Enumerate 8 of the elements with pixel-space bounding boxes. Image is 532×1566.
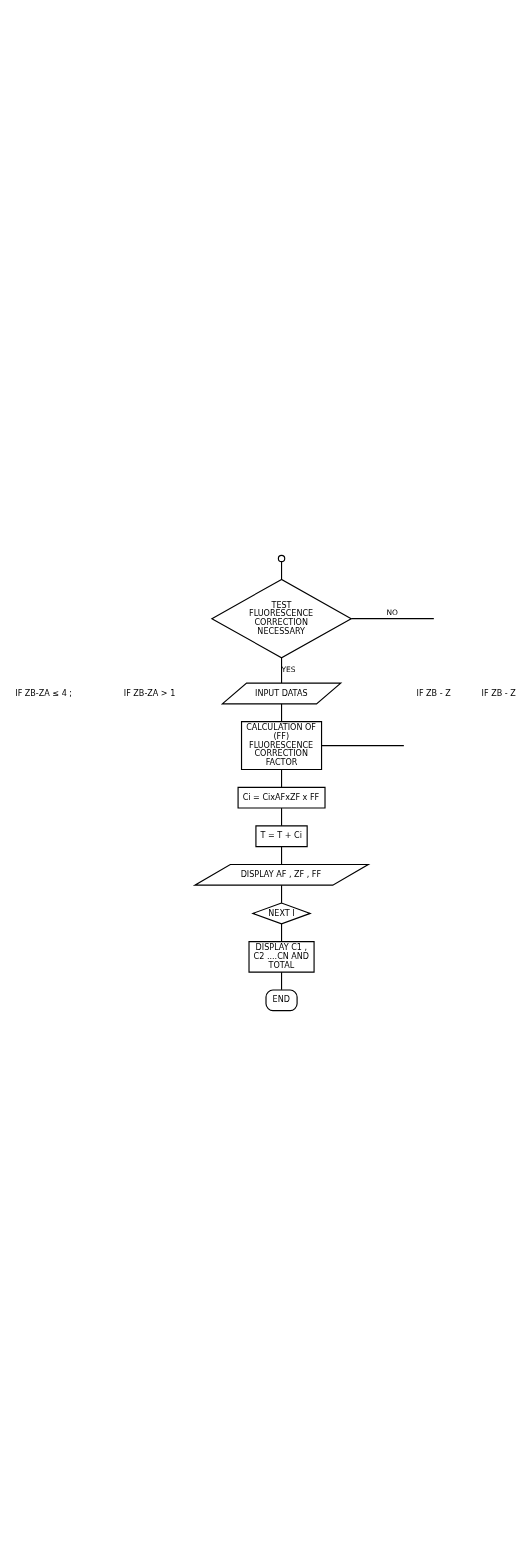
connector [280,884,283,904]
connector [350,618,435,620]
node-circle [277,554,286,563]
connector [280,657,283,684]
connector [321,745,405,747]
connector [280,971,283,991]
connector [280,923,283,943]
connector [280,807,283,827]
